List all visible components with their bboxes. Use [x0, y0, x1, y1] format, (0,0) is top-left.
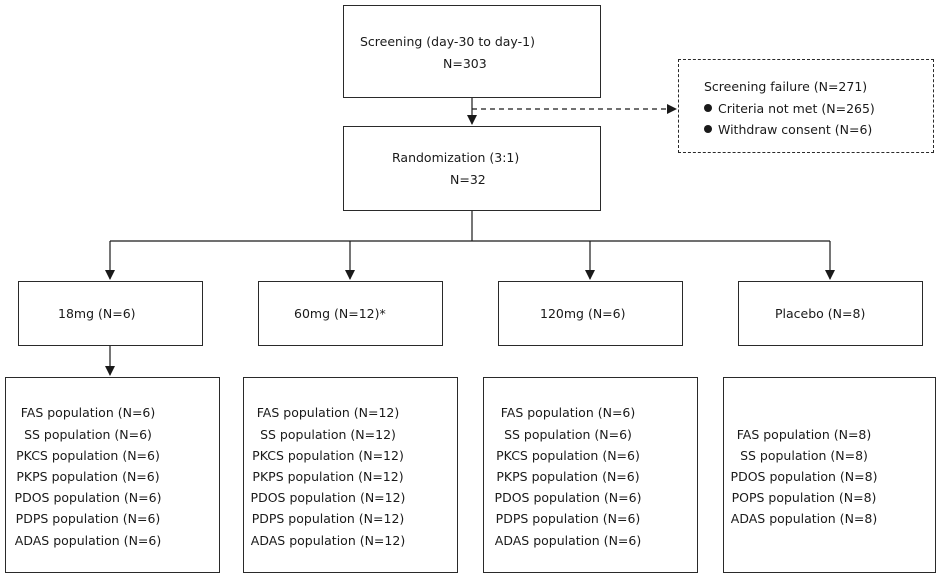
population-item: PKCS population (N=12) — [252, 448, 404, 463]
randomization-title: Randomization (3:1) — [392, 150, 520, 165]
population-item: ADAS population (N=6) — [494, 533, 642, 548]
arm-label-60mg: 60mg (N=12)* — [294, 306, 386, 321]
population-item: SS population (N=12) — [260, 427, 396, 442]
arm-box-120mg — [498, 281, 683, 346]
population-item: PDPS population (N=12) — [251, 511, 405, 526]
population-item: ADAS population (N=12) — [250, 533, 406, 548]
population-item: SS population (N=6) — [24, 427, 152, 442]
screening-count: N=303 — [443, 56, 487, 71]
population-item: PKCS population (N=6) — [496, 448, 640, 463]
screening-failure-box — [678, 59, 934, 153]
population-item: ADAS population (N=6) — [14, 533, 162, 548]
arm-label-18mg: 18mg (N=6) — [58, 306, 136, 321]
bullet-icon — [704, 125, 712, 133]
population-item: POPS population (N=8) — [731, 490, 877, 505]
population-item: SS population (N=8) — [740, 448, 868, 463]
population-item: SS population (N=6) — [504, 427, 632, 442]
bullet-icon — [704, 104, 712, 112]
population-box-18mg — [5, 377, 220, 573]
failure-item-withdraw: Withdraw consent (N=6) — [704, 122, 872, 137]
screening-box — [343, 5, 601, 98]
population-box-120mg — [483, 377, 698, 573]
population-item: PDOS population (N=12) — [250, 490, 406, 505]
population-item: FAS population (N=8) — [736, 427, 872, 442]
population-item: PDPS population (N=6) — [15, 511, 161, 526]
population-item: ADAS population (N=8) — [730, 511, 878, 526]
population-box-60mg — [243, 377, 458, 573]
arm-box-placebo — [738, 281, 923, 346]
arm-box-60mg — [258, 281, 443, 346]
failure-item-criteria: Criteria not met (N=265) — [704, 101, 875, 116]
population-item: PDOS population (N=8) — [730, 469, 878, 484]
screening-title: Screening (day-30 to day-1) — [360, 34, 535, 49]
population-item: PKPS population (N=6) — [16, 469, 160, 484]
population-item: PDPS population (N=6) — [495, 511, 641, 526]
randomization-count: N=32 — [450, 172, 486, 187]
arm-label-placebo: Placebo (N=8) — [775, 306, 866, 321]
population-item: PKCS population (N=6) — [16, 448, 160, 463]
population-item: FAS population (N=12) — [256, 405, 400, 420]
population-item: FAS population (N=6) — [500, 405, 636, 420]
arm-box-18mg — [18, 281, 203, 346]
randomization-box — [343, 126, 601, 211]
arm-label-120mg: 120mg (N=6) — [540, 306, 626, 321]
population-item: PDOS population (N=6) — [14, 490, 162, 505]
population-box-placebo — [723, 377, 936, 573]
population-item: PDOS population (N=6) — [494, 490, 642, 505]
population-item: PKPS population (N=6) — [496, 469, 640, 484]
population-item: PKPS population (N=12) — [252, 469, 404, 484]
population-item: FAS population (N=6) — [20, 405, 156, 420]
screening-failure-title: Screening failure (N=271) — [704, 79, 868, 94]
